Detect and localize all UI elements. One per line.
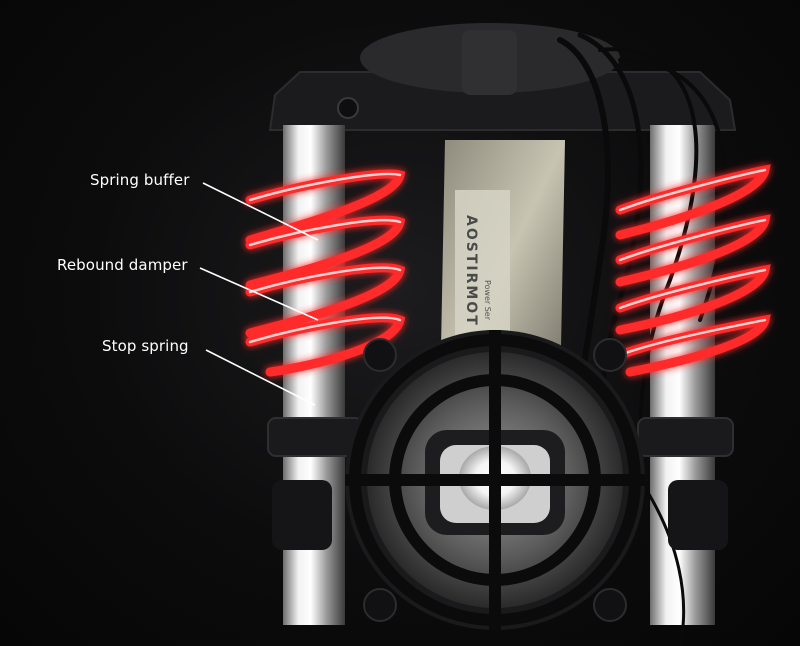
callout-lines <box>199 182 319 406</box>
crown-bolt-left <box>337 97 359 119</box>
head-tube-plate <box>455 190 510 340</box>
right-fender-mount <box>668 480 728 550</box>
stem-bolt <box>462 30 517 95</box>
headlight-guard <box>345 330 645 630</box>
label-spring-buffer: Spring buffer <box>90 171 190 189</box>
fork-crown <box>268 71 737 131</box>
label-rebound-damper: Rebound damper <box>57 256 188 274</box>
brand-subtitle: Power Ser <box>483 280 492 321</box>
left-fender-mount <box>272 480 332 550</box>
brand-name: AOSTIRMOT <box>463 215 479 327</box>
right-lower-bracket <box>637 417 734 457</box>
label-stop-spring: Stop spring <box>102 337 189 355</box>
